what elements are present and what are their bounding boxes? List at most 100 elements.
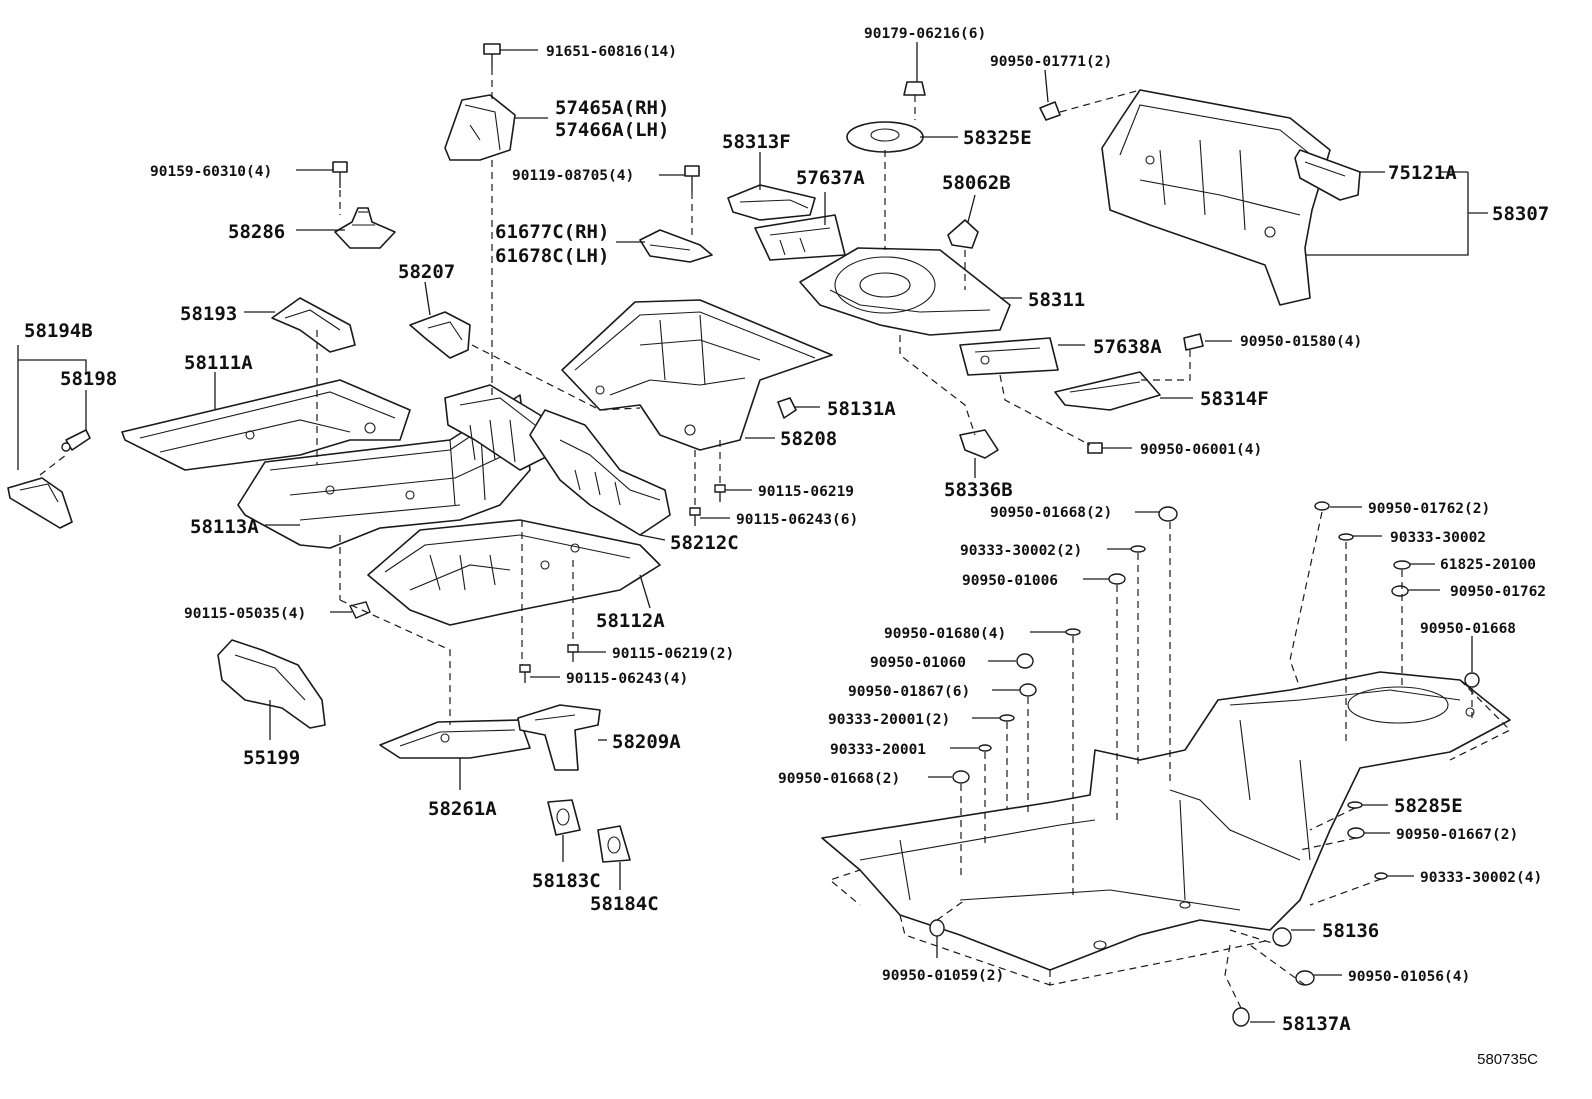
label-58307: 58307 xyxy=(1492,203,1549,225)
part-58336b xyxy=(959,429,999,459)
label-58311: 58311 xyxy=(1028,289,1085,311)
label-90950-01668-a: 90950-01668(2) xyxy=(990,505,1112,521)
label-90115-06219-a: 90115-06219 xyxy=(758,484,854,500)
part-90950-01680 xyxy=(1065,628,1081,636)
label-58314f: 58314F xyxy=(1200,388,1269,410)
part-58314f xyxy=(1054,371,1161,411)
label-90333-30002-b: 90333-30002(2) xyxy=(960,543,1082,559)
part-tunnel-crossmember xyxy=(444,384,561,471)
label-58313f: 58313F xyxy=(722,131,791,153)
part-underbody-floor xyxy=(821,671,1511,971)
part-90950-01006 xyxy=(1108,573,1126,585)
label-58137a: 58137A xyxy=(1282,1013,1351,1035)
part-90950-01762-b xyxy=(1391,585,1409,597)
part-58209a xyxy=(517,704,601,771)
part-90159-60310 xyxy=(332,161,348,173)
label-90950-01667: 90950-01667(2) xyxy=(1396,827,1518,843)
part-90950-01867 xyxy=(1019,683,1037,697)
part-90333-30002-a xyxy=(1338,533,1354,541)
label-90119-08705: 90119-08705(4) xyxy=(512,168,634,184)
label-58112a: 58112A xyxy=(596,610,665,632)
label-90333-20001-b: 90333-20001 xyxy=(830,742,926,758)
label-61677c: 61677C(RH) xyxy=(495,221,609,243)
label-57465a: 57465A(RH) xyxy=(555,97,669,119)
label-90950-01771: 90950-01771(2) xyxy=(990,54,1112,70)
diagram-code: 580735C xyxy=(1477,1051,1538,1068)
label-75121a: 75121A xyxy=(1388,162,1457,184)
label-58184c: 58184C xyxy=(590,893,659,915)
label-58207: 58207 xyxy=(398,261,455,283)
label-90950-01059: 90950-01059(2) xyxy=(882,968,1004,984)
label-55199: 55199 xyxy=(243,747,300,769)
part-55199 xyxy=(217,639,326,729)
label-58285e: 58285E xyxy=(1394,795,1463,817)
label-57637a: 57637A xyxy=(796,167,865,189)
part-90333-30002-b xyxy=(1130,545,1146,553)
part-58112a xyxy=(367,519,661,626)
part-58261a xyxy=(379,719,531,759)
part-90115-06219-2 xyxy=(567,644,579,653)
part-58325e xyxy=(846,121,924,153)
label-58183c: 58183C xyxy=(532,870,601,892)
part-58207 xyxy=(409,311,471,359)
part-58194b xyxy=(7,477,73,529)
label-58111a: 58111A xyxy=(184,352,253,374)
part-90950-01059 xyxy=(929,919,945,937)
label-90950-01668-c: 90950-01668(2) xyxy=(778,771,900,787)
part-58137a xyxy=(1232,1007,1250,1027)
label-58209a: 58209A xyxy=(612,731,681,753)
part-90950-01056 xyxy=(1295,970,1315,986)
part-58183c xyxy=(547,799,581,836)
part-58062b xyxy=(947,219,979,249)
label-90333-30002-c: 90333-30002(4) xyxy=(1420,870,1542,886)
label-90950-01056: 90950-01056(4) xyxy=(1348,969,1470,985)
label-58131a: 58131A xyxy=(827,398,896,420)
label-90950-01006: 90950-01006 xyxy=(962,573,1058,589)
label-90179-06216: 90179-06216(6) xyxy=(864,26,986,42)
label-90950-06001: 90950-06001(4) xyxy=(1140,442,1262,458)
part-61677c xyxy=(639,229,713,263)
part-57637a xyxy=(754,214,846,261)
label-57638a: 57638A xyxy=(1093,336,1162,358)
label-58193: 58193 xyxy=(180,303,237,325)
label-90115-06243-b: 90115-06243(4) xyxy=(566,671,688,687)
label-90115-06243-a: 90115-06243(6) xyxy=(736,512,858,528)
part-90950-01668-r xyxy=(1464,672,1480,688)
label-58062b: 58062B xyxy=(942,172,1011,194)
label-90159-60310: 90159-60310(4) xyxy=(150,164,272,180)
part-90950-01580 xyxy=(1183,333,1204,351)
label-61678c: 61678C(LH) xyxy=(495,245,609,267)
part-90950-01668-top xyxy=(1158,506,1178,522)
part-58285e xyxy=(1347,801,1363,809)
label-90115-05035: 90115-05035(4) xyxy=(184,606,306,622)
part-58111a xyxy=(121,379,411,471)
part-90119-08705 xyxy=(684,165,700,177)
part-90950-01668-l xyxy=(952,770,970,784)
label-90333-20001-a: 90333-20001(2) xyxy=(828,712,950,728)
part-90950-01762-a xyxy=(1314,501,1330,511)
label-58208: 58208 xyxy=(780,428,837,450)
label-58286: 58286 xyxy=(228,221,285,243)
part-58131a xyxy=(777,397,797,419)
part-58113a xyxy=(237,394,531,549)
part-58193 xyxy=(271,297,356,353)
part-58286 xyxy=(334,207,396,249)
part-90333-20001-a xyxy=(999,714,1015,722)
part-58136 xyxy=(1272,927,1292,947)
part-75121a xyxy=(1294,149,1361,201)
part-58212c xyxy=(529,409,671,536)
label-58113a: 58113A xyxy=(190,516,259,538)
part-61825-20100 xyxy=(1393,560,1411,570)
label-91651-60816: 91651-60816(14) xyxy=(546,44,677,60)
label-90950-01580: 90950-01580(4) xyxy=(1240,334,1362,350)
label-58194b: 58194B xyxy=(24,320,93,342)
part-91651-60816 xyxy=(483,43,501,55)
label-90115-06219-b: 90115-06219(2) xyxy=(612,646,734,662)
part-90950-01667 xyxy=(1347,827,1365,839)
part-90950-01771 xyxy=(1039,101,1061,121)
label-90950-01867: 90950-01867(6) xyxy=(848,684,970,700)
label-58325e: 58325E xyxy=(963,127,1032,149)
label-61825-20100: 61825-20100 xyxy=(1440,557,1536,573)
label-58261a: 58261A xyxy=(428,798,497,820)
